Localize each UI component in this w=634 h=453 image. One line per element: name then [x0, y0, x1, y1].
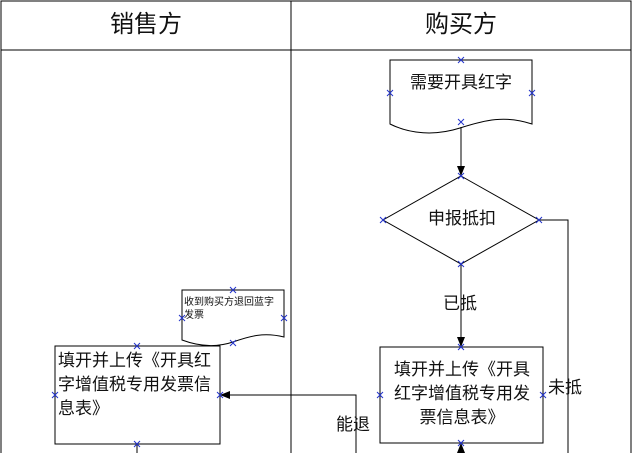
text-declare-deduction: 申报抵扣 [428, 209, 496, 229]
arrowhead-up [457, 443, 465, 453]
connection-point-marker [216, 391, 224, 399]
connection-point-marker [386, 89, 394, 97]
connection-point-marker [280, 314, 288, 322]
connection-point-marker [457, 118, 465, 126]
connection-point-marker [539, 391, 547, 399]
connection-point-marker [178, 314, 186, 322]
connection-point-marker [229, 339, 237, 347]
connector-not-deducted [539, 219, 569, 453]
process-seller-fill-upload [54, 345, 221, 445]
text-seller-fill-upload: 填开并上传《开具红字增值税专用发票信息表》 [58, 351, 211, 419]
lane-title-buyer: 购买方 [425, 10, 497, 38]
connection-point-marker [457, 343, 465, 351]
connection-point-marker [457, 439, 465, 447]
connection-point-marker [133, 440, 141, 448]
label-deducted: 已抵 [443, 294, 477, 314]
connection-points [51, 56, 547, 448]
connection-point-marker [457, 56, 465, 64]
connection-point-marker [376, 391, 384, 399]
connection-point-marker [229, 286, 237, 294]
connection-point-marker [457, 260, 465, 268]
connection-point-marker [528, 89, 536, 97]
arrow-can-return [220, 391, 357, 453]
text-need-red-invoice: 需要开具红字 [410, 73, 512, 93]
label-can-return: 能退 [336, 415, 370, 435]
connection-point-marker [379, 216, 387, 224]
document-need-red-invoice [389, 59, 533, 134]
connection-point-marker [51, 391, 59, 399]
label-not-deducted: 未抵 [548, 378, 582, 398]
connection-point-marker [133, 342, 141, 350]
document-receive-returned-blue [181, 289, 285, 347]
text-buyer-fill-upload: 填开并上传《开具红字增值税专用发票信息表》 [394, 360, 530, 428]
connection-point-marker [457, 172, 465, 180]
text-receive-returned-blue: 收到购买方退回蓝字发票 [184, 297, 274, 321]
connection-point-marker [535, 216, 543, 224]
lane-title-seller: 销售方 [110, 10, 182, 38]
